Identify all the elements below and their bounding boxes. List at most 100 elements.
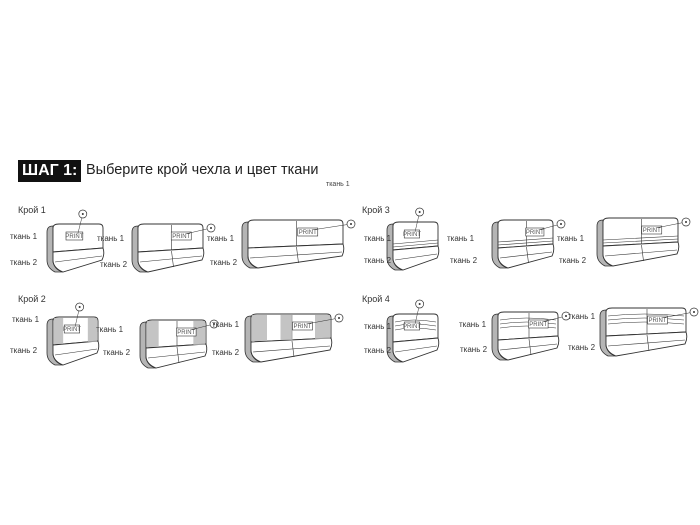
wave-seam [607,317,685,321]
section-label-cut-1: Крой 1 [18,205,46,215]
fabric-1-label: ткань 1 [97,234,125,243]
fabric-2-label: ткань 2 [364,346,392,355]
fabric-2-label: ткань 2 [100,260,128,269]
sofa-cover-cut-2-option-3[interactable]: PRINT [243,312,344,364]
stripe [193,321,205,345]
sofa-back [602,217,679,247]
print-box [525,227,545,237]
seat-edge [394,253,438,261]
stripe [252,315,267,341]
marker-dot [81,213,84,215]
marker-dot [560,223,562,225]
fabric-2-label: ткань 2 [450,256,478,265]
sofa-cover-cut-2-option-2[interactable]: PRINT [138,318,219,370]
sofa-cover-cut-2-option-1[interactable]: PRINT [45,302,100,367]
print-box [403,229,420,239]
seat-edge [139,255,203,263]
sofa-cover-cut-4-option-2[interactable]: PRINT [490,310,571,362]
print-box [63,324,80,334]
seat-edge [249,251,343,259]
section-label-cut-2: Крой 2 [18,294,46,304]
print-label: PRINT [643,228,661,234]
print-box [176,327,197,337]
fabric-note: ткань 1 [326,181,350,188]
marker-dot [78,306,81,308]
section-label-cut-4: Крой 4 [362,294,390,304]
marker-dot [210,227,212,229]
marker-dot [418,211,421,213]
marker-leader [661,311,695,319]
marker-dot [338,317,340,319]
sofa-seat [137,247,205,273]
seat-divider [296,221,299,264]
fabric-1-label: ткань 1 [10,232,38,241]
marker-dot [685,221,687,223]
print-label: PRINT [172,234,190,240]
sofa-seat [145,343,208,369]
stripe [315,315,330,339]
sofa-back [145,319,207,349]
wave-seam [607,321,685,325]
seat-divider [646,309,650,352]
fabric-2-label: ткань 2 [10,346,38,355]
fabric-1-label: ткань 1 [212,320,240,329]
print-label: PRINT [526,230,544,236]
band-seam [392,239,439,248]
marker-dot [418,303,421,305]
stripe [54,318,64,344]
fabric-1-label: ткань 1 [557,234,585,243]
fabric-2-label: ткань 2 [460,345,488,354]
wave-seam [499,317,557,321]
sofa-seat [392,245,440,271]
sofa-cover-cut-3-option-2[interactable]: PRINT [490,218,566,270]
fabric-1-label: ткань 1 [364,322,392,331]
fabric-1-label: ткань 1 [207,234,235,243]
seat-edge [394,345,438,353]
fabric-2-label: ткань 2 [212,348,240,357]
sofa-seat [52,247,105,273]
fabric-1-label: ткань 1 [12,315,40,324]
print-label: PRINT [294,324,312,330]
print-box [403,321,420,331]
print-box [641,225,663,235]
sofa-seat [602,241,680,267]
sofa-cover-cut-3-option-3[interactable]: PRINT [595,216,691,268]
marker-leader [185,227,212,235]
print-label: PRINT [403,232,421,238]
band-seam [497,237,554,246]
sofa-cover-cut-4-option-1[interactable]: PRINT [385,299,440,364]
step-badge: ШАГ 1: [18,160,82,182]
sofa-cover-cut-1-option-3[interactable]: PRINT [240,218,356,270]
print-box [297,227,319,237]
seat-edge [54,255,103,263]
stripe [147,321,159,347]
sofa-cover-cut-1-option-1[interactable]: PRINT [45,209,105,274]
print-label: PRINT [177,330,195,336]
wave-seam [499,325,557,329]
sofa-cover-cut-3-option-1[interactable]: PRINT [385,207,440,272]
fabric-2-label: ткань 2 [559,256,587,265]
seat-edge [147,351,206,359]
print-box [647,315,668,325]
print-box [528,319,549,329]
page-title: Выберите крой чехла и цвет ткани [86,162,319,178]
sofa-cover-cut-4-option-3[interactable]: PRINT [598,306,699,358]
section-label-cut-3: Крой 3 [362,205,390,215]
marker-dot [693,311,695,313]
marker-leader [655,221,687,229]
print-label: PRINT [65,234,83,240]
print-label: PRINT [529,322,547,328]
seat-edge [499,343,558,351]
print-box [65,231,84,241]
print-label: PRINT [403,324,421,330]
wave-seam [394,319,437,323]
print-box [170,231,192,241]
print-label: PRINT [63,327,81,333]
sofa-cover-cut-1-option-2[interactable]: PRINT [130,222,216,274]
seat-edge [604,249,678,257]
marker-leader [306,317,340,325]
wave-seam [499,321,557,325]
sofa-back [137,223,204,253]
seat-edge [252,345,331,353]
